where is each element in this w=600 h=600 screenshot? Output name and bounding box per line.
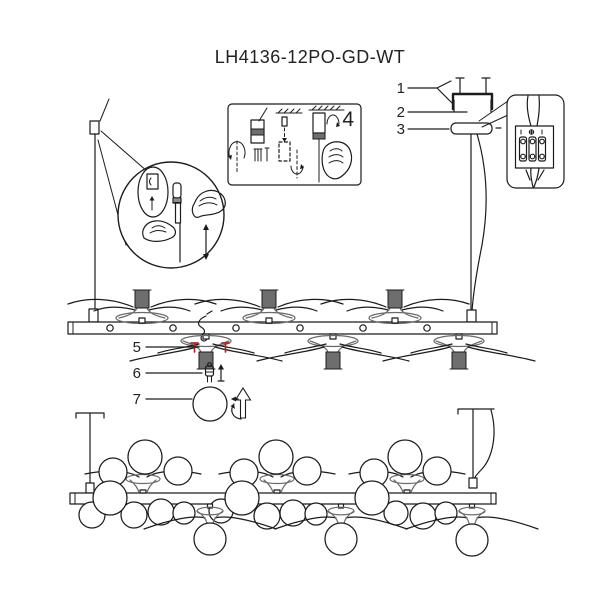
fixture-wires (525, 167, 545, 188)
step-4-label: 4 (342, 108, 354, 131)
model-number-title: LH4136-12PO-GD-WT (215, 47, 406, 67)
callout-7-label: 7 (133, 391, 141, 408)
red-clip (221, 342, 230, 353)
step-screw-ceiling (275, 108, 304, 179)
glass-sphere-cluster (78, 439, 458, 530)
upper-branch-cluster (320, 289, 470, 325)
upper-branch-cluster (67, 289, 217, 325)
mounting-bracket (451, 92, 494, 111)
fixture-bar-exploded: 5 6 7 (67, 98, 536, 422)
lower-branch-cluster (256, 333, 410, 370)
callout-3-label: 3 (397, 121, 405, 138)
hand-icon (191, 189, 226, 218)
socket-inset-oval (137, 166, 169, 218)
assembled-fixture (69, 408, 539, 557)
lower-branch-cluster (382, 333, 536, 370)
lower-branch-cluster (129, 333, 283, 370)
callout-1-leader (407, 80, 453, 104)
terminal-block-inset (478, 94, 565, 189)
bulb-install (172, 182, 182, 224)
callout-5-label: 5 (133, 339, 141, 356)
upper-fitting (84, 470, 202, 494)
terminal-marks (520, 129, 543, 135)
lamp-socket (146, 173, 159, 190)
glass-sphere (192, 386, 228, 422)
ceiling-mount-detail: 1 2 3 (397, 77, 502, 323)
magnifier-detail (97, 130, 226, 269)
right-hanger (457, 408, 495, 489)
inset-leader-lines (478, 100, 509, 128)
step-cord-grip (228, 107, 270, 173)
fixture-bar (67, 321, 498, 335)
mains-wires (526, 95, 540, 127)
twist-up-icon (230, 386, 252, 420)
callout-2-label: 2 (397, 104, 405, 121)
cable-gripper (466, 309, 477, 323)
assembly-steps-inset: 4 (227, 103, 362, 186)
bar-holes (106, 324, 431, 332)
wire-connector (89, 120, 100, 135)
halogen-bulb (204, 362, 215, 383)
upper-branch-cluster (194, 289, 344, 325)
ceiling-wire (99, 98, 110, 122)
callout-6-label: 6 (133, 365, 141, 382)
power-wire (471, 133, 487, 313)
rotate-arrow-icon (290, 165, 304, 175)
steps-frame (227, 103, 362, 186)
magnifier-circle (117, 161, 225, 269)
power-wire (472, 409, 495, 482)
lower-fitting (405, 503, 539, 557)
up-arrow-icon (217, 367, 225, 382)
left-hanger (75, 412, 105, 494)
hand-icon (321, 141, 353, 180)
lower-fitting (143, 503, 277, 556)
callout-1-label: 1 (397, 80, 405, 97)
terminal-slots (518, 136, 547, 162)
step-hand-twist (308, 105, 353, 183)
rotate-arrow-icon (326, 114, 340, 125)
hand-icon (142, 220, 177, 242)
rotate-arrow-icon (228, 141, 246, 159)
lower-fitting (274, 503, 408, 556)
ceiling-canopy (450, 122, 493, 135)
